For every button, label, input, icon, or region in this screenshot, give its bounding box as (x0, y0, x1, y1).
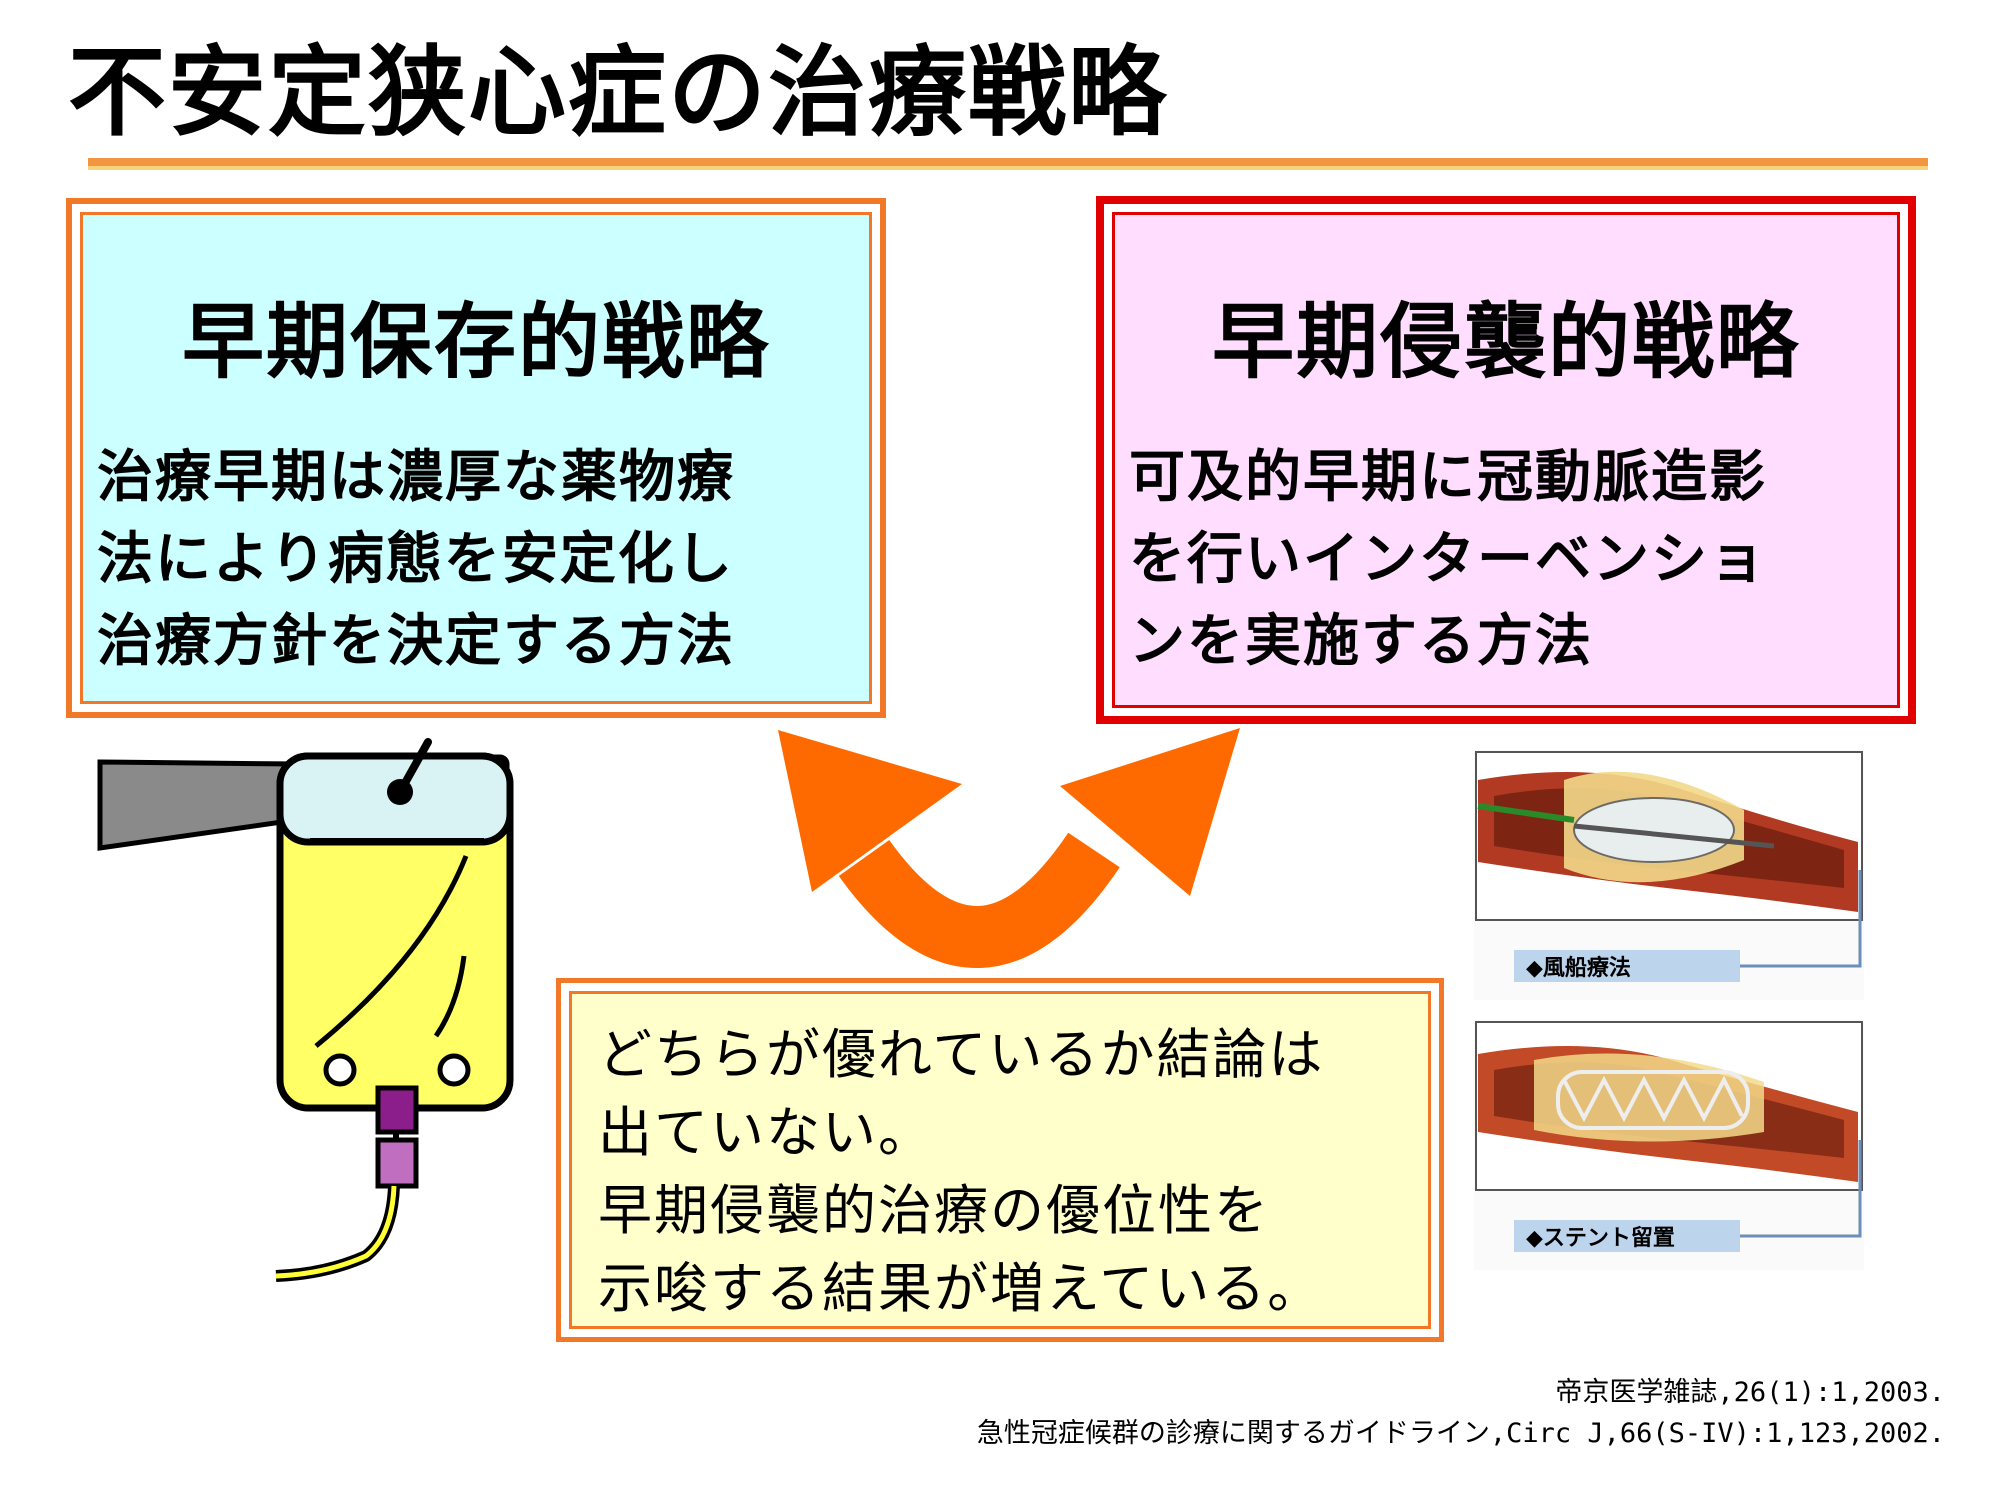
stent-struts (1562, 1075, 1744, 1123)
caption-bar (1514, 1220, 1740, 1252)
caption-bar (1514, 950, 1740, 982)
iv-bag-port-hole (323, 1053, 357, 1087)
stent-caption: ◆ステント留置 (1526, 1225, 1675, 1251)
conservative-strategy-panel: 早期保存的戦略 治療早期は濃厚な薬物療 法により病態を安定化し 治療方針を決定す… (80, 212, 872, 704)
iv-drip-chamber (375, 1137, 419, 1189)
conservative-strategy-description: 治療早期は濃厚な薬物療 法により病態を安定化し 治療方針を決定する方法 (97, 437, 735, 683)
invasive-strategy-description: 可及的早期に冠動脈造影 を行いインターベンショ ンを実施する方法 (1129, 437, 1767, 683)
conservative-strategy-heading: 早期保存的戦略 (181, 295, 770, 390)
conclusion-line: 出ていない。 (598, 1101, 934, 1164)
stent-placement-image: ◆ステント留置 (1475, 1021, 1863, 1252)
reference-item: 急性冠症候群の診療に関するガイドライン,Circ J,66(S-IV):1,12… (976, 1418, 1945, 1449)
iv-bag-reflection (433, 955, 467, 1038)
title-divider (88, 158, 1928, 166)
invasive-line: 可及的早期に冠動脈造影 (1129, 445, 1767, 510)
invasive-line: ンを実施する方法 (1129, 609, 1593, 674)
arrow-head-left (778, 730, 962, 892)
double-headed-arrow-icon (778, 728, 1240, 968)
page-title: 不安定狭心症の治療戦略 (68, 36, 1169, 150)
balloon-angioplasty-figure: ◆風船療法 (1474, 750, 1864, 1000)
invasive-strategy-heading: 早期侵襲的戦略 (1211, 295, 1800, 390)
iv-connector (375, 1085, 419, 1135)
title-divider-highlight (88, 166, 1928, 170)
balloon (1573, 797, 1735, 863)
conservative-line: 治療方針を決定する方法 (97, 609, 735, 674)
conclusion-line: 示唆する結果が増えている。 (598, 1257, 1324, 1320)
caption-leader-line (1740, 1140, 1862, 1238)
references: 帝京医学雑誌,26(1):1,2003. 急性冠症候群の診療に関するガイドライン… (977, 1372, 1945, 1454)
conservative-line: 治療早期は濃厚な薬物療 (97, 445, 735, 510)
guide-wire (1573, 823, 1775, 849)
arrow-shaft (838, 832, 1120, 968)
conservative-line: 法により病態を安定化し (97, 527, 734, 592)
balloon-caption: ◆風船療法 (1526, 955, 1631, 981)
iv-bag-reflection (314, 855, 469, 1048)
invasive-line: を行いインターベンショ (1129, 527, 1767, 592)
iv-bag-hook (396, 738, 432, 796)
arrow-head-right (1060, 728, 1240, 896)
stent-placement-figure: ◆ステント留置 (1474, 1020, 1864, 1270)
conclusion-line: 早期侵襲的治療の優位性を (598, 1179, 1270, 1242)
iv-bag-port-hole (437, 1053, 471, 1087)
conclusion-box: どちらが優れているか結論は 出ていない。 早期侵襲的治療の優位性を 示唆する結果… (556, 978, 1444, 1342)
conclusion-text: どちらが優れているか結論は 出ていない。 早期侵襲的治療の優位性を 示唆する結果… (598, 1016, 1324, 1328)
plaque (1534, 1053, 1764, 1142)
catheter (1477, 803, 1575, 823)
iv-tube-fluid (275, 1185, 397, 1279)
balloon-angioplasty-image: ◆風船療法 (1475, 751, 1863, 982)
caption-leader-line (1740, 870, 1862, 968)
invasive-strategy-panel: 早期侵襲的戦略 可及的早期に冠動脈造影 を行いインターベンショ ンを実施する方法 (1112, 212, 1900, 708)
iv-tube (275, 1185, 400, 1282)
reference-item: 帝京医学雑誌,26(1):1,2003. (1555, 1377, 1945, 1408)
stent-mesh (1556, 1070, 1750, 1130)
invasive-strategy-box: 早期侵襲的戦略 可及的早期に冠動脈造影 を行いインターベンショ ンを実施する方法 (1096, 196, 1916, 724)
conclusion-panel: どちらが優れているか結論は 出ていない。 早期侵襲的治療の優位性を 示唆する結果… (569, 991, 1431, 1329)
conservative-strategy-box: 早期保存的戦略 治療早期は濃厚な薬物療 法により病態を安定化し 治療方針を決定す… (66, 198, 886, 718)
iv-stand-arm (97, 759, 299, 851)
conclusion-line: どちらが優れているか結論は (598, 1023, 1325, 1086)
iv-drip-bag-icon (97, 738, 514, 1282)
